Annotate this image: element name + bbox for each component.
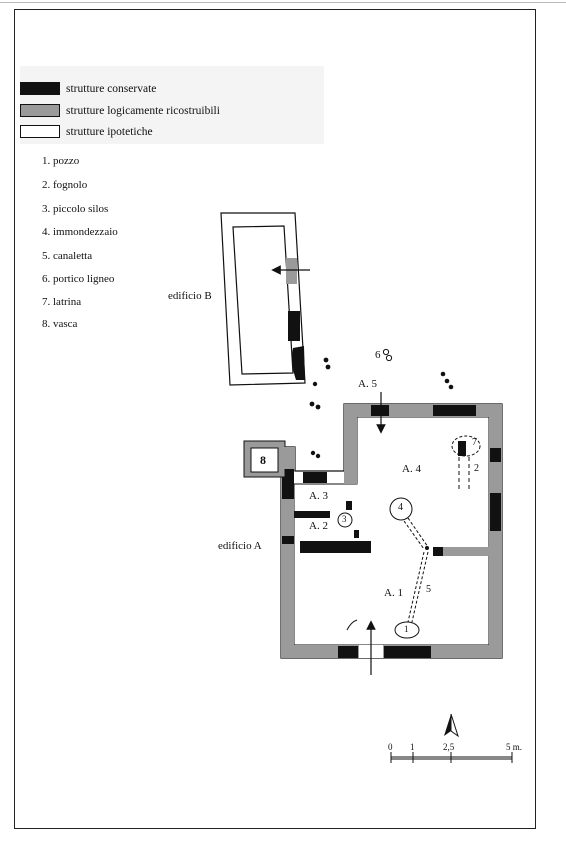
feature-number: 3 [342, 514, 347, 524]
conserved-wall [384, 646, 431, 658]
latrina [451, 435, 481, 489]
area-label: A. 4 [402, 463, 421, 475]
feature-number: 7 [472, 437, 477, 448]
scale-tick-label: 2,5 [443, 742, 455, 752]
canaletta [403, 517, 429, 623]
area-label: A. 5 [358, 378, 377, 390]
north-arrow-icon [444, 713, 459, 738]
immondezzaio [389, 497, 413, 521]
conserved-wall [371, 405, 389, 416]
feature-number: 5 [426, 584, 431, 595]
feature-number: 6 [375, 349, 381, 361]
conserved-wall [303, 472, 327, 483]
reconstructed-swatch [20, 104, 60, 117]
conserved-wall [490, 493, 501, 531]
legend: strutture conservate strutture logicamen… [20, 66, 324, 144]
internal-wall [300, 541, 371, 553]
scale-tick-label: 0 [388, 742, 393, 752]
area-label: A. 3 [309, 490, 328, 502]
internal-wall [294, 511, 330, 518]
key-item: 2. fognolo [42, 179, 88, 191]
conserved-wall [490, 448, 501, 462]
door-swing [346, 619, 358, 631]
building-a [280, 403, 503, 659]
legend-item-hypothetical: strutture ipotetiche [20, 125, 153, 138]
scale-tick-label: 1 [410, 742, 415, 752]
key-item: 3. piccolo silos [42, 203, 109, 215]
pozzo [394, 621, 420, 639]
hypothetical-swatch [20, 125, 60, 138]
conserved-wall [292, 346, 305, 380]
conserved-wall [288, 311, 300, 341]
feature-number: 1 [404, 624, 409, 634]
top-border-line [0, 2, 566, 3]
key-item: 8. vasca [42, 318, 78, 330]
key-item: 6. portico ligneo [42, 273, 115, 285]
building-a-label: edificio A [218, 540, 262, 552]
conserved-wall [433, 405, 476, 416]
conserved-wall [282, 536, 294, 544]
building-b [220, 212, 310, 386]
legend-label: strutture ipotetiche [66, 125, 153, 138]
internal-wall [433, 547, 443, 556]
key-item: 1. pozzo [42, 155, 80, 167]
key-item: 5. canaletta [42, 250, 93, 262]
key-item: 4. immondezzaio [42, 226, 118, 238]
feature-number: 2 [474, 463, 479, 474]
reconstructed-wall [286, 258, 297, 284]
conserved-swatch [20, 82, 60, 95]
key-item: 7. latrina [42, 296, 82, 308]
legend-item-reconstructed: strutture logicamente ricostruibili [20, 104, 220, 117]
scale-tick-label: 5 m. [506, 742, 523, 752]
piccolo-silos [337, 512, 353, 528]
legend-label: strutture conservate [66, 82, 157, 95]
area-label: A. 1 [384, 587, 403, 599]
legend-label: strutture logicamente ricostruibili [66, 104, 220, 117]
feature-number: 4 [398, 502, 403, 513]
building-b-label: edificio B [168, 290, 212, 302]
legend-item-conserved: strutture conservate [20, 82, 156, 95]
post-holes [309, 348, 454, 459]
feature-number: 8 [260, 453, 266, 467]
scale-bar [390, 752, 513, 763]
area-label: A. 2 [309, 520, 328, 532]
internal-wall [433, 547, 489, 556]
conserved-wall [338, 646, 358, 658]
vasca [243, 440, 295, 478]
